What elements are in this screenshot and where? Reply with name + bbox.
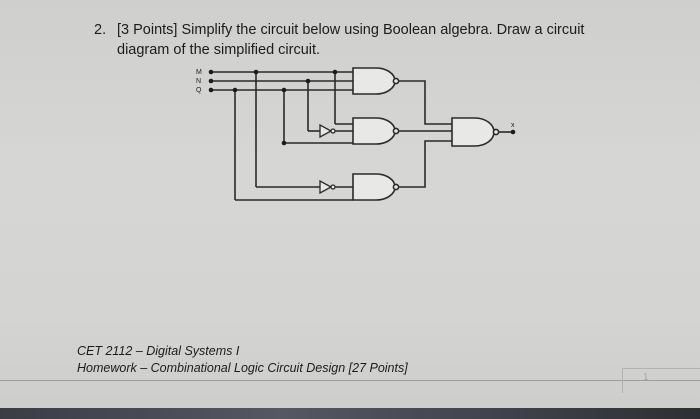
question-text: [3 Points] Simplify the circuit below us… — [117, 20, 637, 60]
junction-dot — [232, 87, 238, 93]
input-label-n: N — [196, 78, 201, 85]
nand-gate-1 — [352, 67, 396, 95]
homework-title: Homework – Combinational Logic Circuit D… — [77, 361, 408, 375]
junction-dot — [208, 69, 214, 75]
nand-gate-final — [451, 117, 495, 147]
question-line-2: diagram of the simplified circuit. — [117, 42, 321, 58]
junction-dot — [208, 78, 214, 84]
question-number: 2. — [94, 22, 107, 38]
nand-gate-2-bubble — [392, 127, 400, 135]
input-label-m: M — [196, 69, 202, 76]
output-label: x — [511, 122, 515, 129]
nand-gate-3-bubble — [392, 183, 400, 191]
junction-dot — [305, 78, 311, 84]
junction-dot — [208, 87, 214, 93]
footer-divider — [0, 380, 700, 381]
inverter-1-bubble — [330, 128, 336, 134]
g1-out-wire — [398, 80, 452, 125]
input-label-q: Q — [196, 87, 202, 94]
nand-gate-final-bubble — [492, 128, 500, 136]
page-number: 1 — [643, 372, 649, 383]
page-number-box — [622, 368, 700, 393]
junction-dot — [253, 69, 259, 75]
g3-out-wire — [398, 140, 452, 188]
nand-gate-3 — [352, 173, 396, 201]
output-dot — [510, 129, 516, 135]
nand-gate-2 — [352, 117, 396, 145]
junction-dot — [281, 140, 287, 146]
course-title: CET 2112 – Digital Systems I — [77, 344, 240, 358]
inverter-2-bubble — [330, 184, 336, 190]
inverter-2 — [319, 179, 333, 195]
footer: CET 2112 – Digital Systems I Homework – … — [77, 343, 408, 377]
junction-dot — [281, 87, 287, 93]
nand-gate-1-bubble — [392, 77, 400, 85]
inverter-1 — [319, 123, 333, 139]
question-line-1: [3 Points] Simplify the circuit below us… — [117, 22, 585, 38]
desk-edge — [0, 408, 700, 419]
junction-dot — [332, 69, 338, 75]
